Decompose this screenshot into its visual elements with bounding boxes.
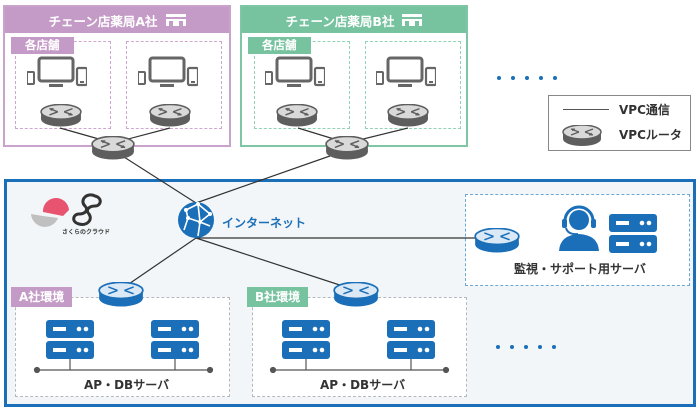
legend-router-icon (562, 125, 602, 147)
chain-a-router-icon (91, 136, 135, 161)
store-router-icon (149, 104, 191, 128)
chain-b-header: チェーン店薬局B社 (242, 7, 466, 33)
legend-router-label: VPCルータ (619, 128, 682, 142)
chain-a-title: チェーン店薬局A社 (48, 13, 158, 29)
store-icon (402, 14, 423, 26)
env-b-server-label: AP・DBサーバ (320, 378, 406, 392)
store-a2 (126, 41, 222, 129)
store-tag-a: 各店舗 (11, 37, 74, 54)
support-router-icon (474, 228, 520, 254)
more-environments-ellipsis (496, 345, 556, 349)
env-b-server-icon (387, 320, 435, 359)
env-b-tag: B社環境 (247, 287, 309, 307)
sakura-cloud-logo (31, 193, 102, 227)
env-a-router-icon (98, 282, 144, 308)
chain-b-router-icon (325, 136, 369, 161)
chain-a-header: チェーン店薬局A社 (5, 7, 229, 33)
env-b-router-icon (333, 282, 379, 308)
operator-headset-icon (559, 205, 599, 251)
internet-label: インターネット (222, 216, 307, 230)
store-icon (165, 14, 186, 26)
more-chains-ellipsis (497, 76, 557, 80)
devices-icon (376, 56, 436, 88)
env-a-server-label: AP・DBサーバ (84, 378, 170, 392)
env-a-server-icon (46, 320, 94, 359)
devices-icon (265, 56, 325, 88)
store-router-icon (387, 104, 429, 128)
store-b2 (365, 41, 461, 129)
sakura-cloud-logo-text: さくらのクラウド (62, 229, 111, 236)
legend-line-sample (563, 109, 609, 110)
support-server-label: 監視・サポート用サーバ (514, 262, 646, 276)
support-server-icon (609, 214, 657, 253)
env-a-tag: A社環境 (11, 287, 73, 307)
legend-line-label: VPC通信 (619, 103, 670, 117)
legend: VPC通信 VPCルータ (548, 95, 691, 151)
store-tag-b: 各店舗 (248, 37, 311, 54)
store-router-icon (40, 104, 82, 128)
devices-icon (27, 56, 87, 88)
devices-icon (138, 56, 198, 88)
chain-b-title: チェーン店薬局B社 (285, 13, 395, 29)
internet-globe-icon (178, 202, 214, 238)
store-router-icon (276, 104, 318, 128)
env-a-server-icon (151, 320, 199, 359)
env-b-server-icon (282, 320, 330, 359)
